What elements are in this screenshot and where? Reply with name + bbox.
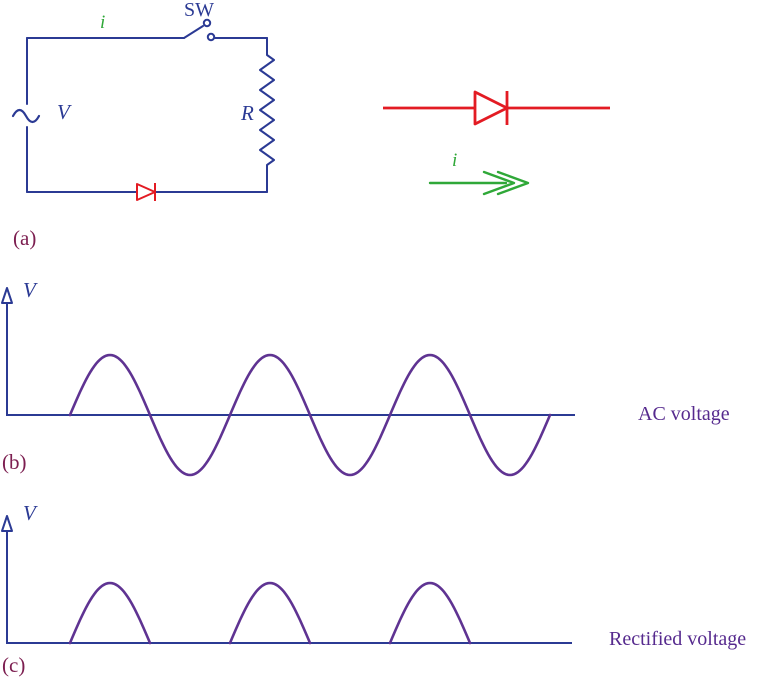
circuit-diode-icon [136,183,156,201]
switch-contact-bottom [206,32,216,42]
ac-waveform-plot [1,287,575,477]
diode-triangle [136,183,156,201]
panel-a-label: (a) [13,226,37,250]
switch-lever [183,25,204,39]
switch-label: SW [184,0,214,21]
diode-detail [383,90,610,196]
resistor-label: R [241,101,254,125]
current-arrow-icon [428,170,530,196]
circuit-diagram [11,18,275,193]
diode-current-label: i [452,150,458,171]
rectified-waveform-plot [1,515,572,645]
resistor-zigzag [259,37,275,193]
rectified-humps-curve [68,581,472,645]
rectified-axes [1,515,572,644]
ac-voltage-caption: AC voltage [638,403,730,425]
circuit-current-label: i [100,12,106,33]
panel-b-label: (b) [2,450,27,474]
rectified-axis-lines [6,531,572,644]
arrow-chevron-outer [496,170,530,196]
ac-axis-lines [6,303,575,416]
rectified-axis-label: V [23,501,36,525]
ac-axis-label: V [23,278,36,302]
switch-contact-top [202,18,212,28]
rectified-voltage-caption: Rectified voltage [609,628,747,650]
ac-sine-curve [68,353,552,477]
rectified-axis-arrowhead-icon [1,515,13,532]
ac-axes [1,287,575,416]
panel-c-label: (c) [2,653,26,677]
ac-source-icon [11,108,41,124]
ac-axis-arrowhead-icon [1,287,13,304]
source-voltage-label: V [57,100,70,124]
arrow-chevron-inner [482,170,516,196]
diode-icon [473,90,509,126]
